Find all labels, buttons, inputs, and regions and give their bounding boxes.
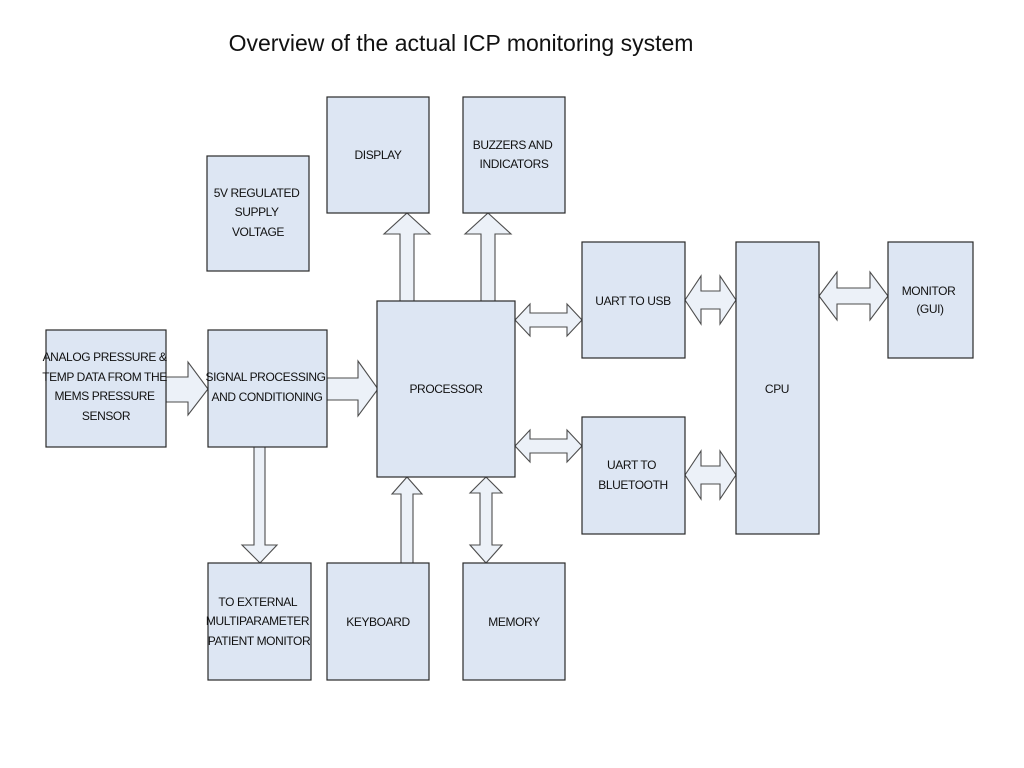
uart-usb-label: UART TO USB [595, 294, 671, 308]
analog-sensor-label: ANALOG PRESSURE & TEMP DATA FROM THE MEM… [42, 350, 170, 423]
arrow-processor-memory [468, 476, 504, 564]
memory-block [462, 562, 566, 681]
processor-block [376, 300, 516, 478]
external-monitor-label: TO EXTERNAL MULTIPARAMETER PATIENT MONIT… [206, 595, 312, 648]
external-monitor-block [207, 562, 312, 681]
monitor-gui-block [887, 241, 974, 359]
uart-bluetooth-label: UART TO BLUETOOTH [598, 458, 668, 492]
keyboard-block [326, 562, 430, 681]
cpu-label: CPU [765, 382, 789, 396]
uart-bluetooth-block [581, 416, 686, 535]
memory-label: MEMORY [488, 615, 540, 629]
arrow-processor-to-display [382, 212, 432, 302]
monitor-gui-label: MONITOR (GUI) [902, 284, 959, 316]
analog-sensor-block [45, 329, 167, 448]
arrow-analog-to-signal [165, 360, 209, 417]
arrow-processor-uart-usb [514, 302, 583, 338]
display-block [326, 96, 430, 214]
display-label: DISPLAY [355, 148, 402, 162]
signal-processing-block [207, 329, 328, 448]
arrow-cpu-monitor [818, 270, 889, 322]
uart-usb-block [581, 241, 686, 359]
buzzers-block [462, 96, 566, 214]
arrow-processor-uart-bt [514, 428, 583, 464]
arrow-uart-usb-cpu [684, 274, 737, 326]
processor-label: PROCESSOR [409, 382, 483, 396]
diagram-title: Overview of the actual ICP monitoring sy… [228, 30, 694, 56]
arrow-keyboard-to-processor [390, 476, 424, 564]
arrow-signal-to-processor [326, 359, 379, 418]
supply-label: 5V REGULATED SUPPLY VOLTAGE [214, 186, 303, 239]
cpu-block [735, 241, 820, 535]
arrow-uart-bt-cpu [684, 449, 737, 501]
supply-block [206, 155, 310, 272]
arrow-signal-to-external [240, 446, 279, 564]
signal-processing-label: SIGNAL PROCESSING AND CONDITIONING [205, 370, 328, 404]
arrow-processor-to-buzzers [463, 212, 513, 302]
keyboard-label: KEYBOARD [346, 615, 410, 629]
buzzers-label: BUZZERS AND INDICATORS [473, 138, 556, 171]
